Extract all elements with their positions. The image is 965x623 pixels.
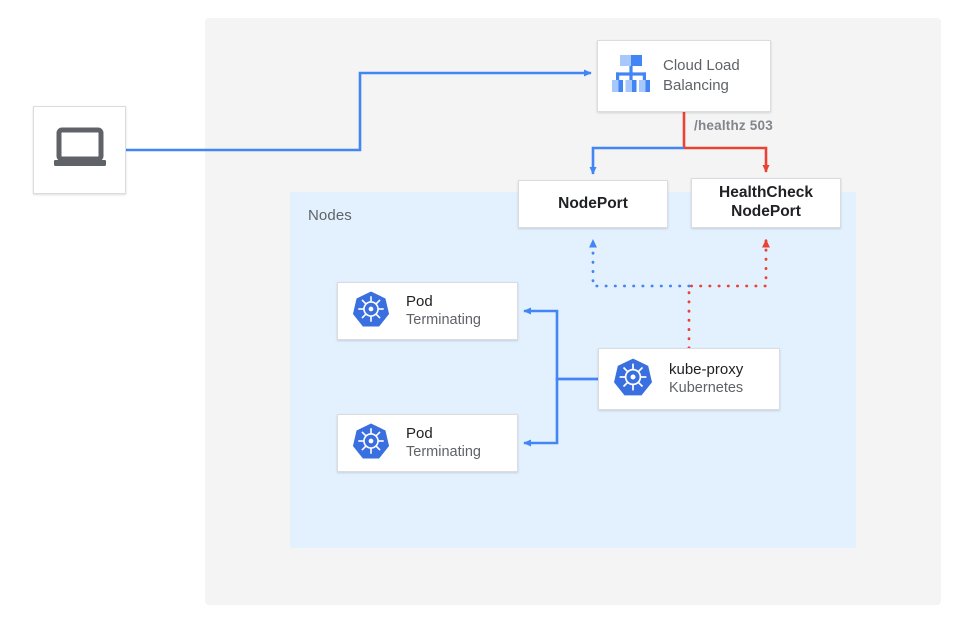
kube-proxy-text: kube-proxy Kubernetes [669, 360, 743, 399]
cloud-load-balancing-label-line1: Cloud Load [663, 56, 740, 74]
kube-proxy-node[interactable]: kube-proxy Kubernetes [598, 348, 780, 410]
kubernetes-icon [352, 422, 390, 465]
kube-proxy-title: kube-proxy [669, 360, 744, 378]
kubernetes-icon [352, 290, 390, 333]
healthcheck-nodeport-label-line2: NodePort [731, 203, 801, 220]
laptop-icon [53, 127, 107, 174]
pod-text-2: Pod Terminating [406, 424, 481, 463]
cloud-load-balancing-label-line2: Balancing [663, 77, 729, 94]
pod-node-1[interactable]: Pod Terminating [337, 282, 518, 340]
healthcheck-nodeport-node[interactable]: HealthCheck NodePort [691, 178, 841, 228]
healthcheck-nodeport-label: HealthCheck NodePort [719, 184, 813, 222]
nodeport-node[interactable]: NodePort [518, 180, 668, 228]
healthz-status-label: /healthz 503 [694, 118, 773, 133]
cloud-load-balancing-icon [608, 53, 654, 100]
pod-title-2: Pod [406, 424, 433, 442]
nodes-group-label: Nodes [308, 207, 352, 224]
kubernetes-icon [613, 357, 653, 402]
kube-proxy-subtitle: Kubernetes [669, 380, 744, 397]
pod-node-2[interactable]: Pod Terminating [337, 414, 518, 472]
client-node[interactable] [33, 106, 126, 194]
pod-status-1: Terminating [406, 312, 481, 329]
pod-title-1: Pod [406, 292, 433, 310]
cloud-load-balancing-label: Cloud Load Balancing [663, 56, 740, 97]
nodeport-label: NodePort [558, 194, 628, 212]
healthcheck-nodeport-label-line1: HealthCheck [719, 184, 813, 202]
pod-text-1: Pod Terminating [406, 292, 481, 331]
pod-status-2: Terminating [406, 444, 481, 461]
cloud-load-balancing-node[interactable]: Cloud Load Balancing [597, 40, 771, 112]
